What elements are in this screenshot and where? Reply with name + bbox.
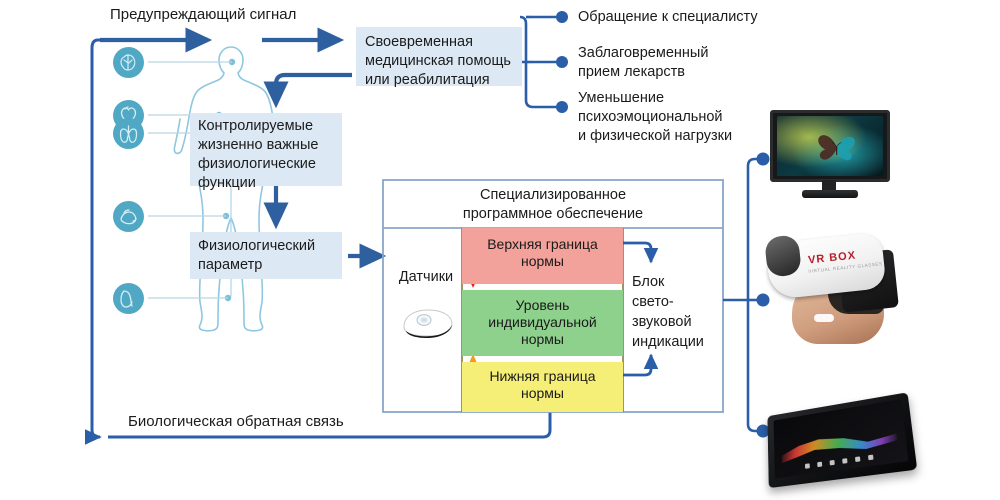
band-upper-line-2: нормы: [521, 253, 564, 269]
band-lower-line-1: Нижняя граница: [489, 368, 596, 384]
person-mouth: [814, 314, 834, 322]
medical-help-line-1: Своевременная: [365, 34, 473, 50]
controlled-functions-line-2: жизненно важные: [198, 137, 319, 153]
lungs-icon: [113, 118, 144, 149]
dock-icon-5: [855, 456, 861, 462]
indication-block-label: Блок свето- звуковой индикации: [632, 272, 720, 352]
medical-help-line-2: медицинская помощь: [365, 53, 511, 69]
dock-icon-1: [804, 463, 810, 469]
tv-stand-neck: [822, 180, 836, 192]
medical-to-functions-arrow: [263, 72, 352, 109]
bullet-1-line-1: Обращение к специалисту: [578, 9, 758, 25]
controlled-functions-line-1: Контролируемые: [198, 118, 314, 134]
dock-icon-3: [829, 459, 835, 466]
physiological-parameter-line-1: Физиологический: [198, 238, 316, 254]
band-upper-line-1: Верхняя граница: [487, 236, 598, 252]
medical-help-box: Своевременная медицинская помощь или реа…: [356, 27, 522, 88]
dock-icon-6: [868, 454, 874, 461]
indication-line-3: звуковой: [632, 314, 692, 330]
kidney-icon: [113, 283, 144, 314]
indication-line-1: Блок: [632, 274, 665, 290]
controlled-functions-line-3: физиологические: [198, 156, 316, 172]
bullet-dots: [556, 11, 568, 113]
biofeedback-loop-line: [85, 38, 104, 445]
muscle-icon: [113, 201, 144, 232]
dock-icon-4: [842, 458, 848, 464]
medical-help-line-3: или реабилитация: [365, 72, 490, 88]
band-lower-line-2: нормы: [521, 385, 564, 401]
tv-screen: [770, 110, 890, 182]
controlled-functions-box: Контролируемые жизненно важные физиологи…: [190, 113, 342, 191]
physiological-parameter-box: Физиологический параметр: [190, 232, 342, 279]
warning-signal-label: Предупреждающий сигнал: [110, 6, 297, 23]
brain-icon: [113, 47, 144, 78]
tablet-body: [767, 392, 918, 489]
tablet-screen: [773, 399, 909, 479]
biofeedback-label: Биологическая обратная связь: [128, 413, 344, 430]
software-title-line-1: Специализированное: [479, 187, 627, 203]
dock-icon-2: [816, 461, 822, 468]
tv-wallpaper: [777, 116, 883, 176]
bullet-item-1: Обращение к специалисту: [578, 8, 758, 27]
software-title-line-2: программное обеспечение: [462, 206, 644, 222]
band-lower-limit: Нижняя граница нормы: [462, 362, 623, 412]
sensor-device-icon: [396, 305, 458, 339]
butterfly-image: [817, 135, 855, 161]
bullet-3-line-1: Уменьшение: [578, 90, 665, 106]
bullet-item-3: Уменьшение психоэмоциональной и физическ…: [578, 89, 732, 146]
bullet-2-line-1: Заблаговременный: [578, 45, 709, 61]
controlled-functions-line-4: функции: [198, 175, 256, 191]
bullet-stems: [533, 15, 557, 109]
bullet-2-line-2: прием лекарств: [578, 64, 685, 80]
tv-stand-base: [802, 190, 858, 198]
sensors-label: Датчики: [398, 269, 454, 285]
tablet-device: [762, 392, 918, 489]
devices-bracket: [723, 157, 757, 433]
bullet-item-2: Заблаговременный прием лекарств: [578, 44, 708, 82]
band-upper-limit: Верхняя граница нормы: [462, 228, 623, 284]
indication-line-4: индикации: [632, 334, 704, 350]
tablet-dock-icons: [804, 454, 874, 469]
band-normal-line-1: Уровень: [515, 297, 570, 313]
bullet-3-line-2: психоэмоциональной: [578, 109, 723, 125]
software-block-title: Специализированное программное обеспечен…: [383, 186, 723, 224]
vr-headset-device: VR BOX VIRTUAL REALITY GLASSES: [762, 228, 902, 346]
band-individual-norm: Уровень индивидуальной нормы: [462, 290, 623, 356]
tv-device: [770, 110, 890, 202]
band-normal-line-3: нормы: [521, 331, 564, 347]
indication-line-2: свето-: [632, 294, 674, 310]
band-normal-line-2: индивидуальной: [488, 314, 597, 330]
physiological-parameter-line-2: параметр: [198, 257, 263, 273]
bullet-3-line-3: и физической нагрузки: [578, 128, 733, 144]
